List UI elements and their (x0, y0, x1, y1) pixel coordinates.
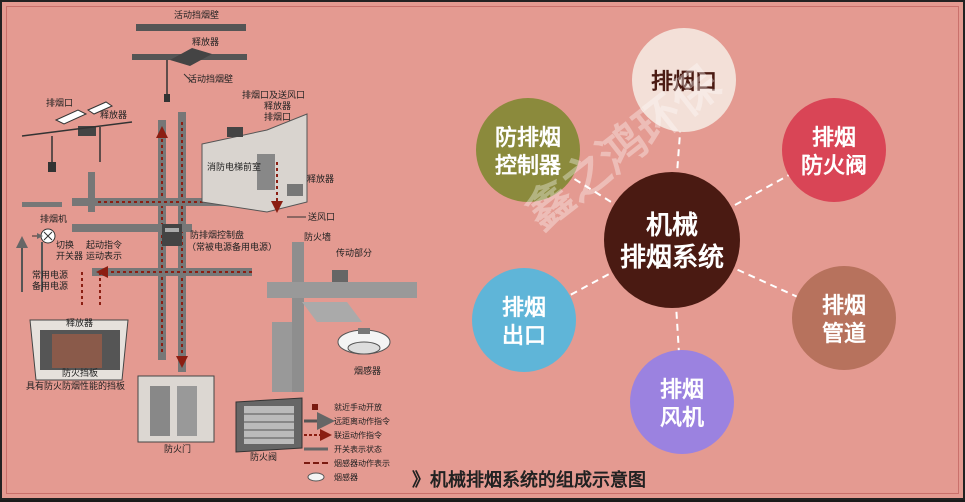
label-exhaust-fan: 排烟机 (40, 213, 67, 225)
label-release-top: 释放器 (192, 36, 219, 48)
mindmap-node-circle (632, 28, 736, 132)
legend-item: 远距离动作指令 (304, 412, 390, 430)
mindmap-node-line2: 风机 (660, 406, 704, 431)
elevator-lobby: 排烟口及送风口 释放器 排烟口 消防电梯前室 释放器 送风口 (201, 89, 335, 223)
release-door-room: 释放器 防火挡板 具有防火防烟性能的挡板 (26, 317, 129, 392)
mindmap-node-circle (476, 98, 580, 202)
label-smoke-detector: 烟感器 (354, 365, 381, 377)
label-movable-screen-top: 活动挡烟壁 (174, 9, 219, 21)
mindmap-node-circle (792, 266, 896, 370)
label-switch-device: 开关器 (56, 250, 83, 262)
mindmap-node-line2: 出口 (502, 324, 546, 349)
mindmap-node-line2: 控制器 (495, 153, 562, 179)
legend-label: 就近手动开放 (334, 402, 382, 412)
fire-wall-group: 防火墙 传动部分 (267, 231, 417, 392)
fire-damper: 防火阀 (235, 397, 303, 463)
label-switch: 切换 (56, 239, 74, 251)
legend-label: 远距离动作指令 (334, 416, 390, 426)
mindmap-center: 机械排烟系统 (604, 172, 740, 308)
mindmap-node-line2: 管道 (822, 321, 866, 347)
fire-door-room: 防火门 (137, 375, 215, 455)
label-movable-screen-mid: 活动挡烟壁 (188, 73, 233, 85)
legend-label: 烟感器动作表示 (334, 458, 390, 468)
label-normal-power: 常用电源 (32, 269, 68, 281)
legend-item: 烟感器 (307, 472, 358, 482)
mindmap-node-line1: 防排烟 (495, 126, 561, 151)
label-fire-wall: 防火墙 (304, 231, 331, 243)
legend-item: 烟感器动作表示 (304, 458, 390, 468)
mindmap-center-line2: 排烟系统 (620, 242, 724, 273)
label-fire-damper: 防火阀 (250, 451, 277, 463)
label-backup-power: 备用电源 (32, 280, 68, 292)
mindmap-node-circle (782, 98, 886, 202)
control-panel: 防排烟控制盘 （常被电源备用电源） (162, 224, 277, 253)
label-smoke-air-outlet: 排烟口及送风口 (242, 89, 305, 101)
mindmap-node-line1: 排烟口 (651, 70, 717, 95)
legend-square-icon (312, 404, 318, 410)
mindmap-node-line1: 排烟 (822, 294, 866, 319)
smoke-outlets-left: 排烟口 释放器 (21, 97, 133, 172)
label-fire-door: 防火门 (164, 443, 191, 455)
label-release-right1: 释放器 (264, 100, 291, 112)
label-release-door: 释放器 (66, 317, 93, 329)
exhaust-fan-group: 排烟机 切换 开关器 起动指令 运动表示 常用电源 备用电源 (32, 213, 122, 292)
mindmap-node-top: 排烟口 (632, 28, 736, 132)
legend-label: 联运动作指令 (334, 430, 382, 440)
mindmap-center-circle (604, 172, 740, 308)
mindmap-node-line1: 排烟 (812, 126, 856, 151)
legend-label: 开关表示状态 (334, 444, 382, 454)
label-fire-screen: 防火挡板 (62, 367, 98, 379)
mindmap-node-circle (472, 268, 576, 372)
mindmap-node-line1: 排烟 (502, 296, 546, 321)
legend-label: 烟感器 (334, 472, 358, 482)
label-elevator-lobby: 消防电梯前室 (207, 161, 261, 173)
label-fire-screen-desc: 具有防火防烟性能的挡板 (26, 380, 125, 392)
label-release-right2: 释放器 (307, 173, 334, 185)
mindmap-center-line1: 机械 (646, 211, 698, 241)
legend-detector-icon (307, 472, 325, 482)
mindmap-node-line1: 排烟 (660, 378, 704, 403)
label-smoke-outlet: 排烟口 (46, 97, 73, 109)
label-air-inlet: 送风口 (308, 211, 335, 223)
label-control-panel-1: 防排烟控制盘 (190, 229, 244, 241)
label-smoke-outlet-right: 排烟口 (264, 111, 291, 123)
label-transmission: 传动部分 (336, 247, 372, 259)
label-release-left: 释放器 (100, 109, 127, 121)
legend-item: 就近手动开放 (312, 402, 382, 412)
label-operation-display: 运动表示 (86, 250, 122, 262)
smoke-screen-top: 活动挡烟壁 (136, 9, 246, 31)
smoke-screen-mid: 释放器 活动挡烟壁 (132, 36, 247, 102)
mindmap-node-circle (630, 350, 734, 454)
label-control-panel-2: （常被电源备用电源） (187, 241, 277, 253)
caption: 》机械排烟系统的组成示意图 (412, 469, 646, 491)
smoke-detector: 烟感器 (337, 328, 391, 377)
mindmap-node-line2: 防火阀 (801, 154, 867, 179)
label-start-command: 起动指令 (86, 239, 122, 251)
legend-item: 开关表示状态 (304, 444, 382, 454)
legend-item: 联运动作指令 (304, 429, 382, 441)
